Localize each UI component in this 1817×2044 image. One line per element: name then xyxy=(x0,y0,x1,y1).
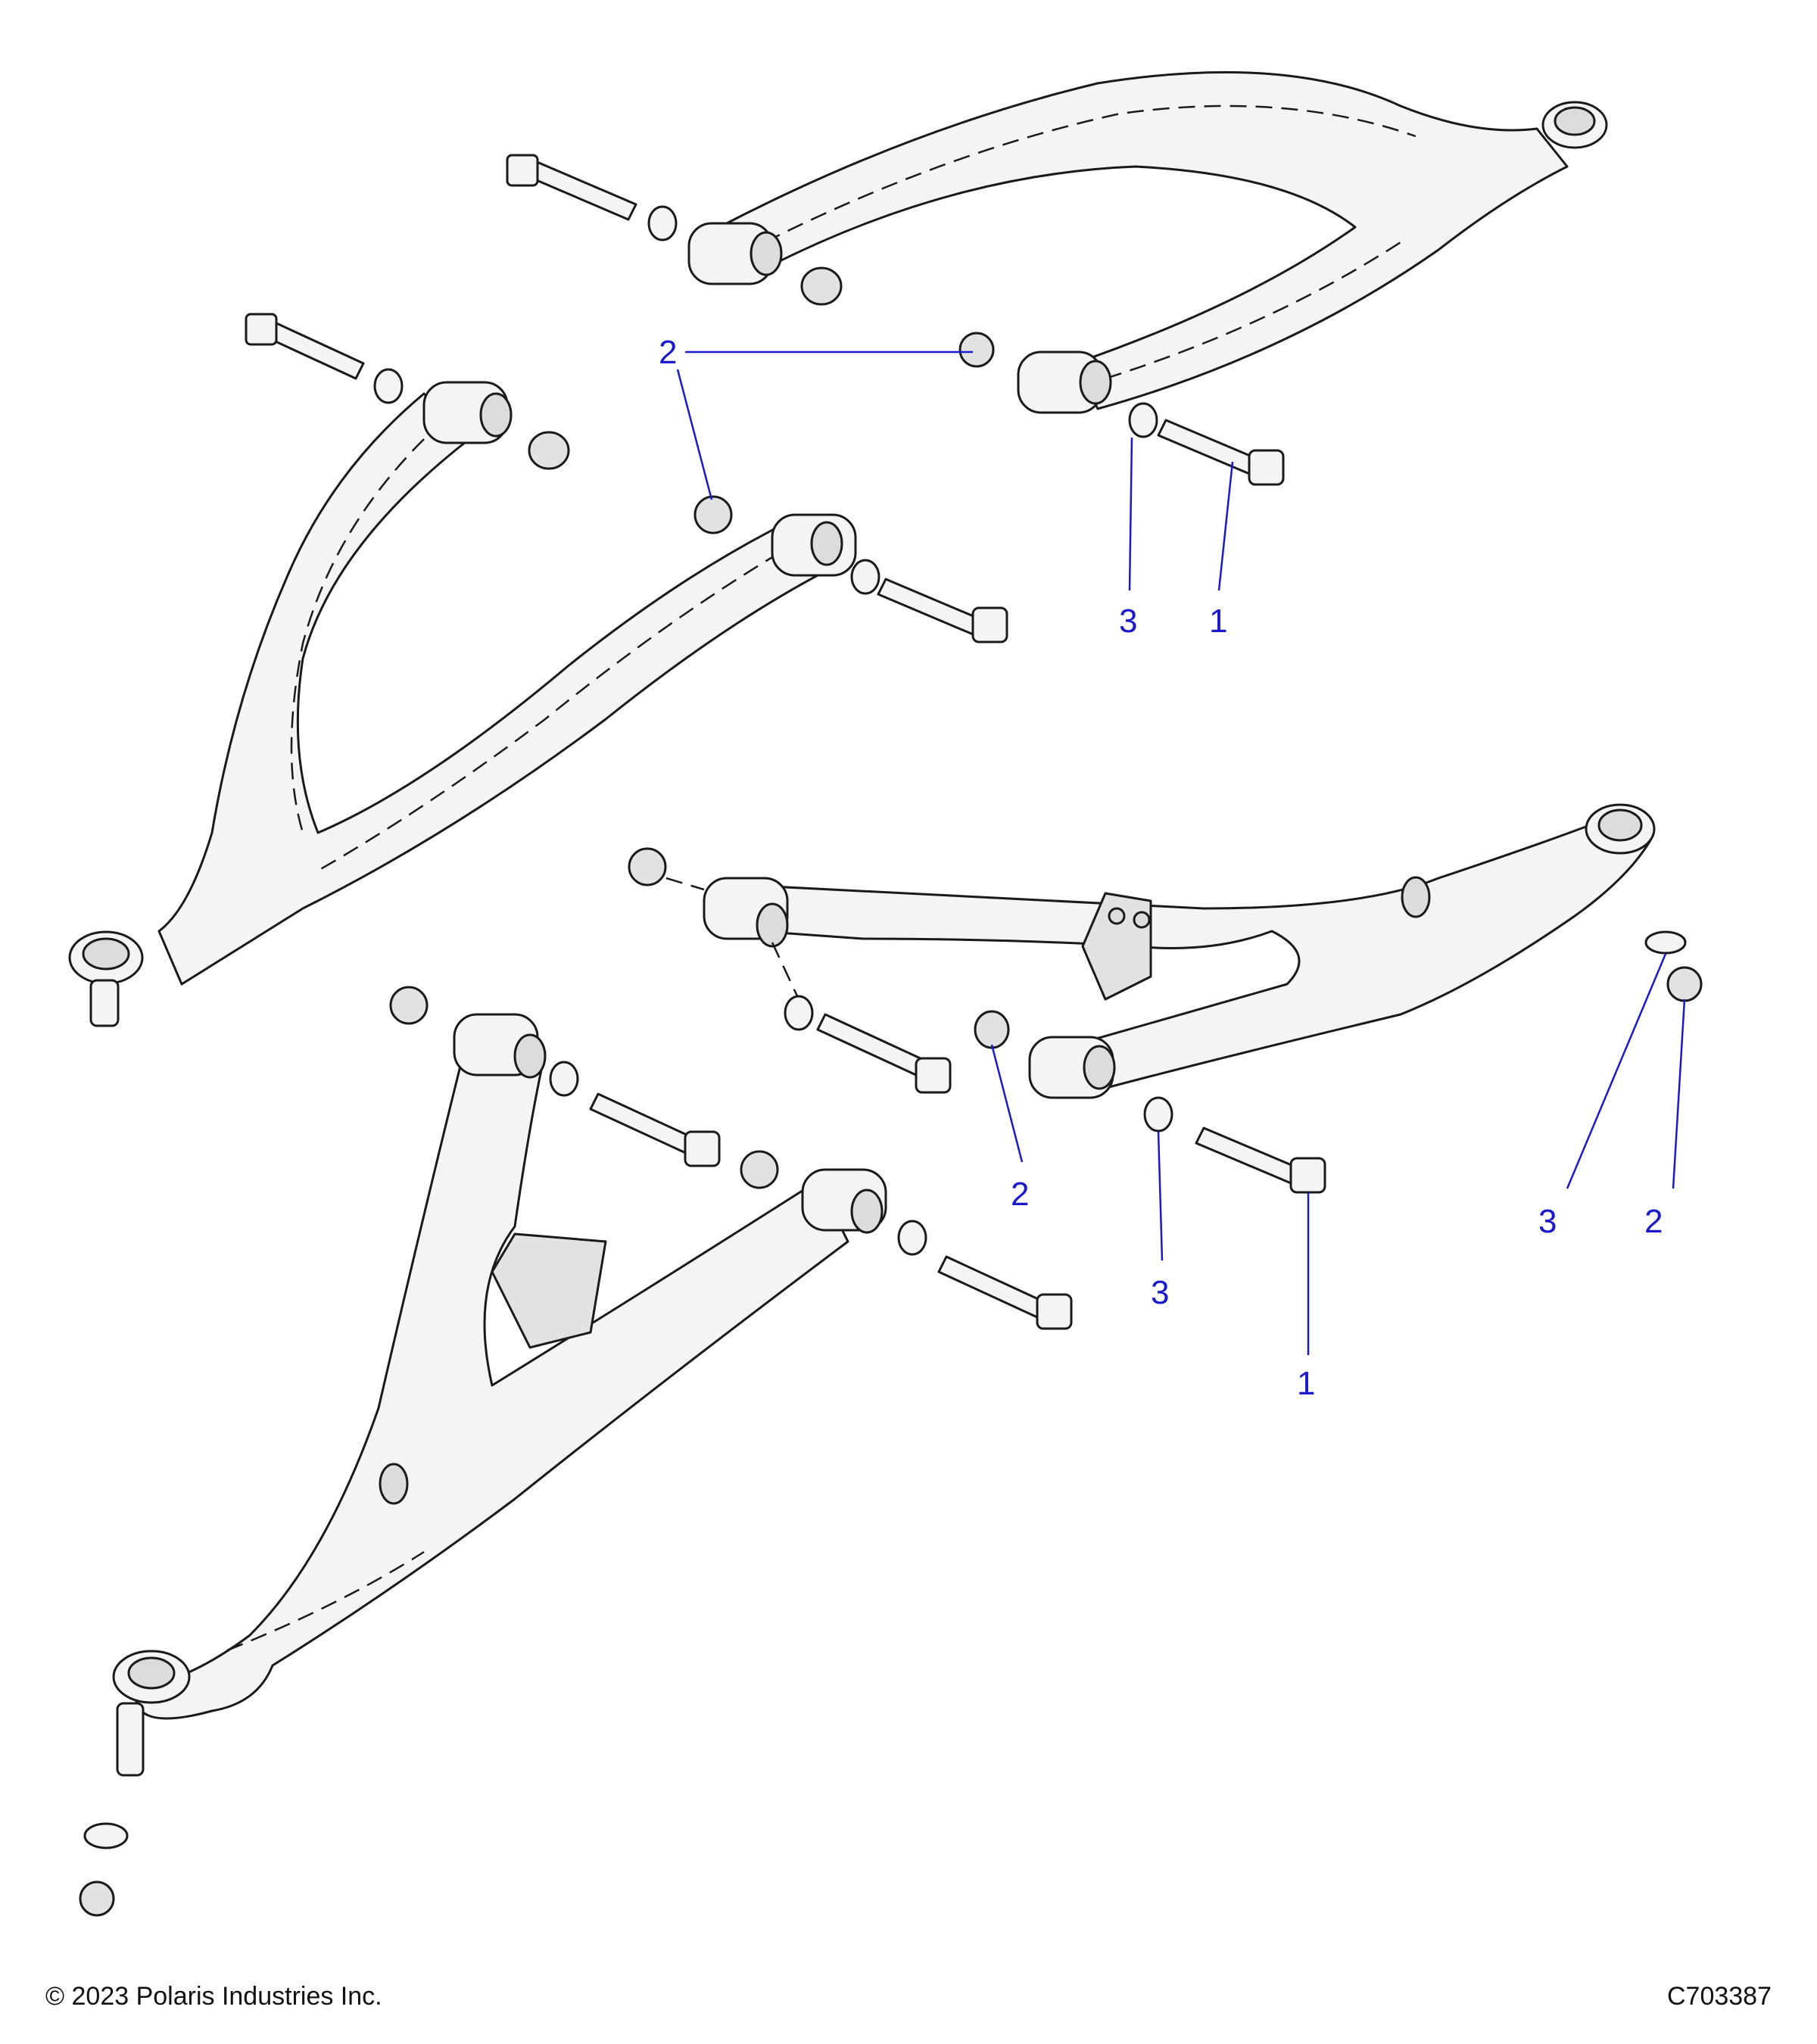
callout-label: 2 xyxy=(1011,1176,1029,1213)
lower-left-ball-joint-washer xyxy=(83,1822,129,1849)
upper-right-front-nut xyxy=(800,266,843,306)
upper-left-rear-washer xyxy=(850,559,880,595)
lower-left-ball-joint-nut xyxy=(79,1880,115,1917)
copyright-notice: © 2023 Polaris Industries Inc. xyxy=(45,1982,382,2011)
lower-right-front-nut xyxy=(628,847,667,886)
callout-label: 1 xyxy=(1297,1365,1315,1402)
lower-left-rear-washer xyxy=(897,1220,927,1256)
upper-right-front-bolt xyxy=(506,154,637,221)
assembly-line xyxy=(771,942,800,1000)
upper-right-front-washer xyxy=(647,205,678,241)
upper-right-rear-washer xyxy=(1128,402,1158,438)
lower-right-rear-nut xyxy=(974,1010,1010,1049)
callout-label: 2 xyxy=(1644,1203,1663,1240)
lower-left-front-nut xyxy=(389,986,429,1025)
lower-right-rear-bolt xyxy=(1195,1126,1326,1194)
callout-labels: 2 3 1 2 3 1 3 2 xyxy=(659,334,1663,1402)
leader-lines xyxy=(676,351,1686,1355)
lower-right-ball-joint-washer xyxy=(1644,930,1687,955)
callout-label: 3 xyxy=(1538,1203,1557,1240)
upper-right-rear-bolt xyxy=(1157,419,1285,486)
lower-left-front-bolt xyxy=(589,1092,721,1167)
lower-control-arm-left xyxy=(112,1013,887,1777)
upper-control-arm-right xyxy=(687,70,1608,414)
upper-left-front-nut xyxy=(528,431,570,470)
callout-label: 2 xyxy=(659,334,677,371)
figure-id: C703387 xyxy=(1666,1982,1772,2011)
callout-label: 3 xyxy=(1151,1274,1169,1311)
upper-left-rear-bolt xyxy=(877,578,1008,643)
upper-left-front-washer xyxy=(373,368,404,404)
lower-right-front-washer xyxy=(784,995,814,1031)
lower-right-front-bolt xyxy=(816,1013,952,1094)
upper-right-rear-nut xyxy=(958,332,995,368)
callout-label: 3 xyxy=(1119,603,1137,640)
lower-control-arm-right xyxy=(703,803,1656,1099)
lower-left-rear-bolt xyxy=(937,1255,1073,1330)
callout-label: 1 xyxy=(1209,603,1227,640)
lower-right-ball-joint-nut xyxy=(1666,966,1703,1002)
upper-left-rear-nut xyxy=(693,495,733,534)
lower-right-rear-washer xyxy=(1143,1096,1173,1133)
assembly-line xyxy=(665,877,705,891)
upper-left-front-bolt xyxy=(245,313,365,380)
upper-control-arm-left xyxy=(68,381,857,1027)
lower-left-front-washer xyxy=(549,1061,579,1097)
lower-left-rear-nut xyxy=(740,1150,779,1189)
